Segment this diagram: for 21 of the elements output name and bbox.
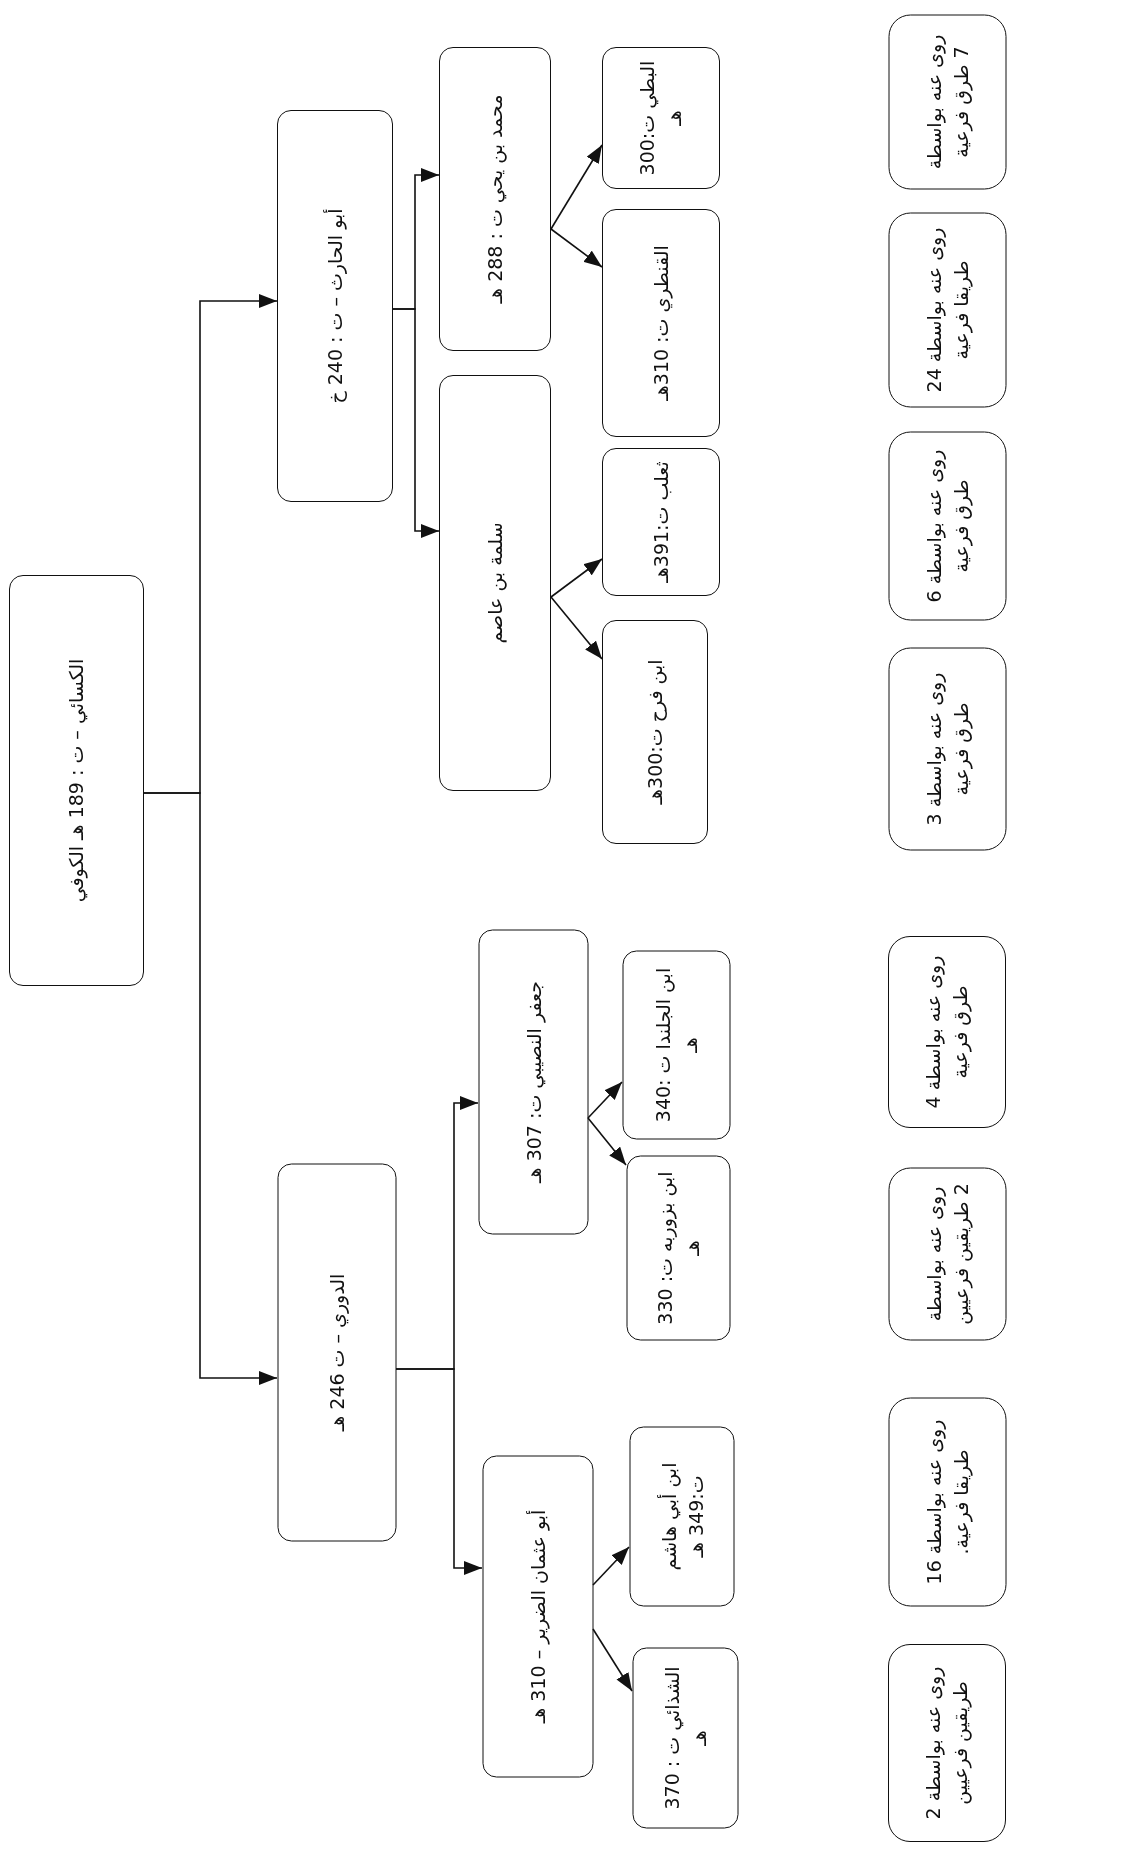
- arrow: [550, 228, 603, 268]
- name-box: البطي ت:300 هـ: [602, 47, 720, 189]
- name-box: الكسائي – ت : 189 هـ الكوفي: [9, 575, 144, 986]
- arrow: [592, 1628, 633, 1692]
- name-box: أبو الحارث – ت : 240 خ: [277, 110, 393, 502]
- arrow: [392, 308, 440, 538]
- note-box: روى عنه بواسطة 2 طريقين فرعيين: [888, 1644, 1006, 1842]
- arrow: [143, 792, 278, 1385]
- name-box: سلمة بن عاصم: [439, 375, 551, 791]
- arrow: [550, 144, 603, 230]
- name-box: ثعلب ت:391هـ: [602, 448, 720, 596]
- arrow: [587, 1081, 623, 1119]
- name-box: القنطري ت: 310هـ: [602, 209, 720, 437]
- arrow: [395, 1368, 483, 1575]
- arrow: [550, 596, 603, 660]
- name-box: محمد بن يحي ت : 288 هـ: [439, 47, 551, 351]
- arrow: [592, 1546, 630, 1586]
- arrow: [550, 558, 603, 598]
- note-box: روى عنه بواسطة 4 طرق فرعية: [888, 936, 1006, 1128]
- arrow: [587, 1117, 627, 1166]
- name-box: ابن فرح ت:300هـ: [602, 620, 708, 844]
